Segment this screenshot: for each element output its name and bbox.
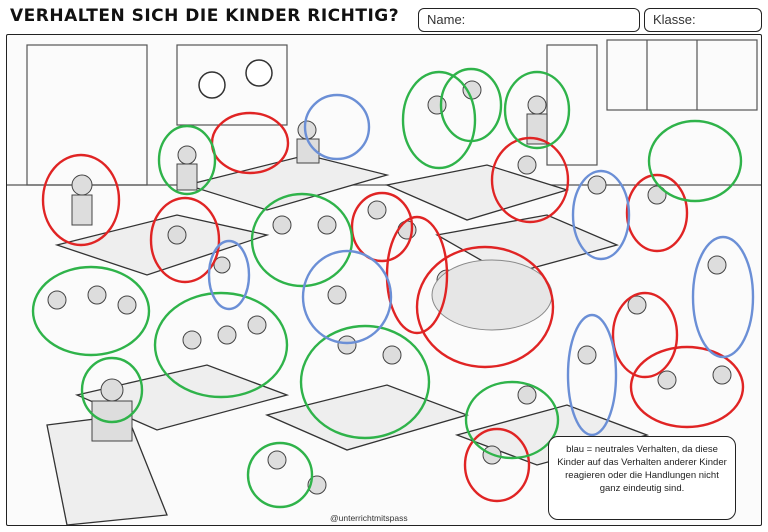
class-field[interactable]: Klasse: bbox=[644, 8, 762, 32]
classroom-illustration bbox=[6, 34, 762, 526]
credit-footer: @unterrichtmitspass bbox=[330, 513, 408, 523]
class-label: Klasse: bbox=[653, 12, 696, 27]
legend-note: blau = neutrales Verhalten, da diese Kin… bbox=[548, 436, 736, 520]
name-label: Name: bbox=[427, 12, 466, 27]
worksheet-title: VERHALTEN SICH DIE KINDER RICHTIG? bbox=[10, 6, 400, 26]
name-field[interactable]: Name: bbox=[418, 8, 640, 32]
